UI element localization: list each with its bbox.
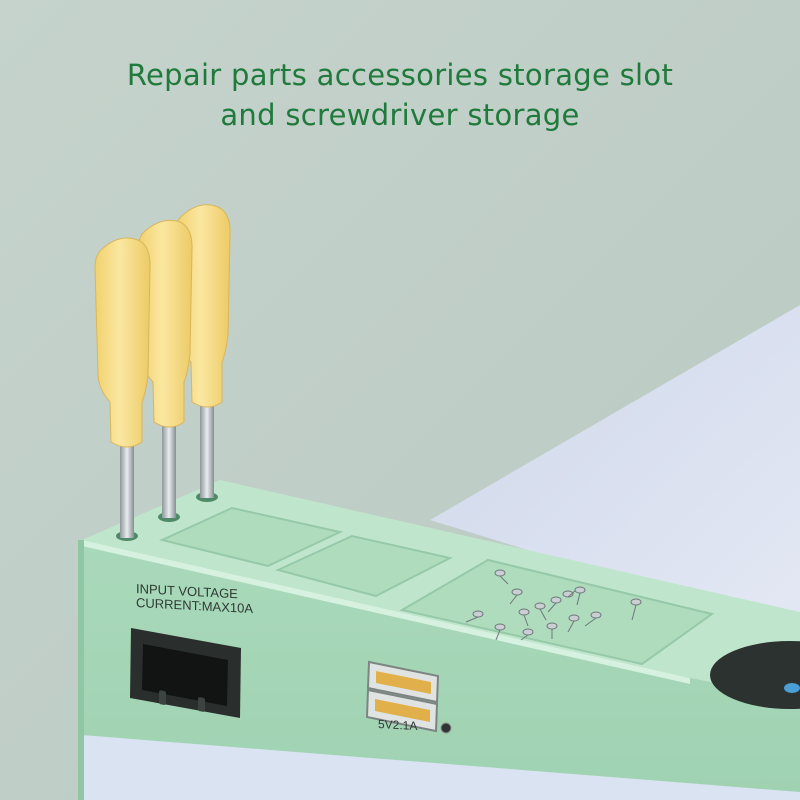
headline-line-2: and screwdriver storage — [220, 98, 580, 132]
power-inlet — [130, 628, 241, 718]
screw-icon — [518, 608, 530, 627]
indicator-led — [440, 722, 452, 734]
storage-slot-1 — [158, 506, 344, 568]
screw-icon — [465, 610, 484, 623]
screw-icon — [546, 622, 558, 639]
work-mat — [430, 305, 800, 660]
usb-port-icon — [365, 688, 439, 733]
screw-icon — [547, 596, 562, 613]
screw-icon — [509, 588, 523, 605]
screwdriver-1 — [94, 237, 151, 538]
screw-icon — [630, 598, 642, 621]
storage-slot-2 — [275, 534, 453, 598]
screwdriver-2 — [137, 219, 193, 518]
screw-icon — [534, 602, 547, 621]
screws — [465, 569, 642, 641]
screw-icon — [562, 589, 577, 598]
usb-rating-label: 5V2.1A — [378, 717, 418, 734]
device-base — [82, 735, 800, 800]
headline-line-1: Repair parts accessories storage slot — [126, 58, 674, 92]
screw-icon — [567, 614, 580, 633]
device-left-side — [78, 540, 84, 800]
screw-icon — [494, 623, 506, 641]
storage-slot-3 — [399, 558, 715, 666]
screw-icon — [520, 628, 534, 641]
device-edge — [82, 540, 690, 684]
usb-port-icon — [366, 660, 440, 704]
round-pad — [710, 641, 800, 709]
screw-icon — [574, 586, 586, 606]
device-front — [82, 540, 800, 800]
screw-icon — [494, 569, 509, 585]
screw-icon — [584, 611, 602, 627]
